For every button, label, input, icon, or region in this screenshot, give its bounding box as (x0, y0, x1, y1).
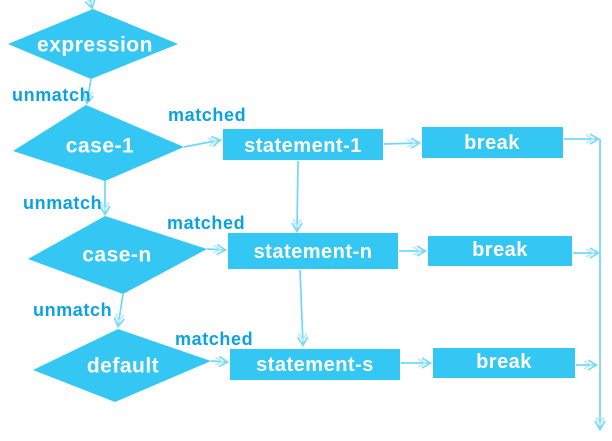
case-1-label: case-1 (66, 135, 134, 158)
edge-statement1-to-break1 (383, 143, 419, 144)
break-2-label: break (472, 239, 528, 261)
case-1-diamond (13, 105, 184, 181)
edge-statementn-to-statements (300, 269, 303, 345)
default-diamond (33, 329, 211, 402)
matched-3-edge-label: matched (175, 329, 253, 349)
edge-casen-to-default (118, 293, 123, 326)
unmatch-3-edge-label: unmatch (33, 300, 112, 320)
expression-diamond (8, 9, 178, 79)
case-n-diamond (28, 216, 207, 294)
statement-1-box (223, 129, 383, 160)
statement-s-label: statement-s (256, 354, 374, 376)
edge-casen-to-statementn (206, 249, 225, 250)
edge-default-to-statements (210, 361, 227, 362)
statement-s-box (230, 349, 400, 380)
matched-2-edge-label: matched (167, 213, 245, 233)
statement-1-label: statement-1 (244, 135, 362, 157)
edge-entry-to-expression (90, 0, 92, 8)
statement-n-box (228, 233, 398, 269)
break-1-label: break (464, 132, 520, 154)
default-label: default (87, 355, 159, 378)
break-1-box (422, 127, 563, 158)
unmatch-1-edge-label: unmatch (12, 85, 91, 105)
edge-statement1-to-statementn (297, 160, 298, 231)
break-3-label: break (476, 351, 532, 373)
edge-expression-to-case1 (87, 78, 91, 103)
edge-case1-to-statement1 (183, 140, 220, 148)
expression-label: expression (37, 34, 153, 57)
break-3-box (433, 348, 575, 378)
matched-1-edge-label: matched (168, 105, 246, 125)
unmatch-2-edge-label: unmatch (23, 193, 102, 213)
statement-n-label: statement-n (254, 241, 373, 263)
case-n-label: case-n (82, 244, 152, 267)
break-2-box (428, 236, 572, 266)
